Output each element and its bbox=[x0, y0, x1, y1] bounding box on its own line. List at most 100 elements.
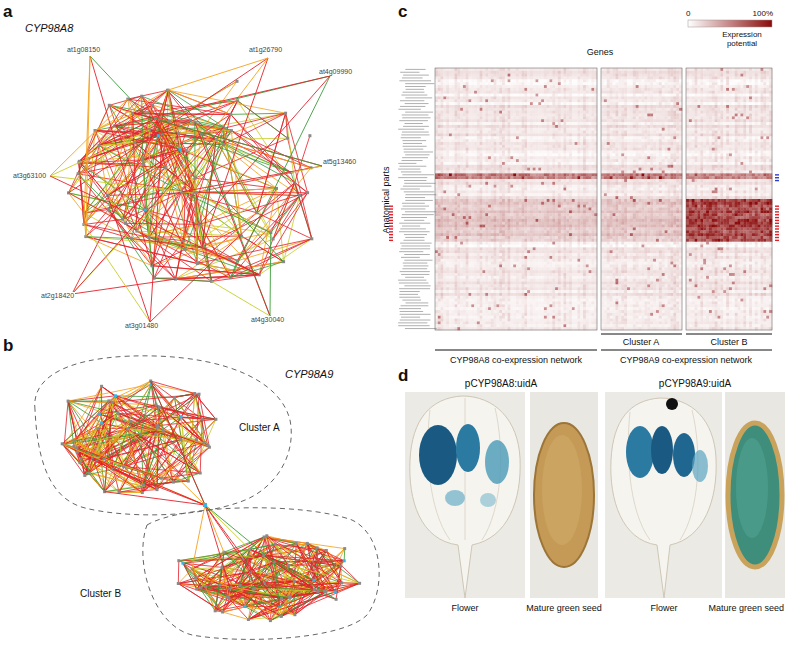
heat-cell bbox=[494, 77, 497, 80]
heat-cell bbox=[610, 71, 613, 74]
heat-cell bbox=[752, 74, 755, 77]
heat-cell bbox=[695, 68, 698, 71]
heat-cell bbox=[480, 77, 483, 80]
heat-cell bbox=[485, 74, 488, 77]
heat-cell bbox=[522, 74, 525, 77]
heat-cell bbox=[505, 77, 508, 80]
heat-cell bbox=[758, 74, 761, 77]
heat-cell bbox=[577, 74, 580, 77]
heat-cell bbox=[491, 71, 494, 74]
coexpression-line bbox=[72, 279, 176, 294]
heat-cell bbox=[621, 68, 624, 71]
gene-dot bbox=[131, 112, 134, 115]
heat-cell bbox=[552, 74, 555, 77]
heat-cell bbox=[449, 71, 452, 74]
heat-cell bbox=[630, 71, 633, 74]
heat-cell bbox=[530, 74, 533, 77]
coexpression-line bbox=[231, 113, 286, 114]
heat-cell bbox=[755, 68, 758, 71]
coexpression-line bbox=[95, 114, 133, 131]
gene-dot bbox=[184, 248, 187, 251]
gene-dot bbox=[144, 208, 147, 211]
heat-cell bbox=[618, 74, 621, 77]
heat-cell bbox=[527, 68, 530, 71]
heat-cell bbox=[536, 68, 539, 71]
gene-dot bbox=[133, 141, 136, 144]
heat-cell bbox=[726, 68, 729, 71]
heat-cell bbox=[463, 68, 466, 71]
heat-cell bbox=[522, 68, 525, 71]
heat-cell bbox=[491, 77, 494, 80]
heat-cell bbox=[601, 68, 604, 71]
heat-cell bbox=[561, 77, 564, 80]
heat-cell bbox=[695, 71, 698, 74]
heat-cell bbox=[496, 68, 499, 71]
heat-cell bbox=[480, 71, 483, 74]
heat-cell bbox=[689, 71, 692, 74]
heat-cell bbox=[740, 71, 743, 74]
heat-cell bbox=[692, 68, 695, 71]
heat-cell bbox=[469, 74, 472, 77]
heat-cell bbox=[738, 71, 741, 74]
heat-cell bbox=[496, 74, 499, 77]
heat-cell bbox=[647, 74, 650, 77]
heat-cell bbox=[630, 74, 633, 77]
heat-cell bbox=[653, 74, 656, 77]
heat-cell bbox=[726, 71, 729, 74]
heat-cell bbox=[615, 71, 618, 74]
heat-cell bbox=[460, 77, 463, 80]
heat-cell bbox=[547, 77, 550, 80]
heat-cell bbox=[508, 77, 511, 80]
coexpression-line bbox=[291, 166, 322, 173]
heat-cell bbox=[441, 77, 444, 80]
heat-cell bbox=[686, 71, 689, 74]
heat-cell bbox=[621, 71, 624, 74]
heat-cell bbox=[575, 74, 578, 77]
heat-cell bbox=[735, 71, 738, 74]
heat-cell bbox=[463, 77, 466, 80]
heat-cell bbox=[552, 68, 555, 71]
heat-cell bbox=[703, 68, 706, 71]
heat-cell bbox=[494, 71, 497, 74]
heat-cell bbox=[700, 68, 703, 71]
heat-cell bbox=[697, 74, 700, 77]
heat-cell bbox=[449, 68, 452, 71]
heat-cell bbox=[720, 74, 723, 77]
heat-cell bbox=[438, 77, 441, 80]
heat-cell bbox=[642, 71, 645, 74]
heat-cell bbox=[485, 68, 488, 71]
heat-cell bbox=[552, 77, 555, 80]
heat-cell bbox=[662, 68, 665, 71]
gene-dot bbox=[142, 162, 145, 165]
heat-cell bbox=[469, 68, 472, 71]
heat-cell bbox=[455, 74, 458, 77]
heat-cell bbox=[689, 68, 692, 71]
heat-cell bbox=[763, 68, 766, 71]
heat-cell bbox=[738, 74, 741, 77]
heat-cell bbox=[689, 74, 692, 77]
heat-cell bbox=[441, 74, 444, 77]
heat-cell bbox=[644, 68, 647, 71]
heat-cell bbox=[723, 74, 726, 77]
heat-cell bbox=[720, 71, 723, 74]
heat-cell bbox=[766, 68, 769, 71]
heat-cell bbox=[566, 77, 569, 80]
heat-cell bbox=[482, 71, 485, 74]
heat-cell bbox=[505, 71, 508, 74]
heat-cell bbox=[488, 74, 491, 77]
heat-cell bbox=[485, 71, 488, 74]
heat-cell bbox=[457, 71, 460, 74]
heat-cell bbox=[519, 77, 522, 80]
heat-cell bbox=[480, 74, 483, 77]
heat-cell bbox=[538, 71, 541, 74]
heat-cell bbox=[536, 74, 539, 77]
heat-cell bbox=[488, 71, 491, 74]
heat-cell bbox=[686, 68, 689, 71]
heat-cell bbox=[601, 71, 604, 74]
heat-cell bbox=[524, 74, 527, 77]
heat-cell bbox=[718, 74, 721, 77]
heat-cell bbox=[650, 68, 653, 71]
heat-cell bbox=[636, 71, 639, 74]
heat-cell bbox=[566, 68, 569, 71]
heat-cell bbox=[536, 77, 539, 80]
